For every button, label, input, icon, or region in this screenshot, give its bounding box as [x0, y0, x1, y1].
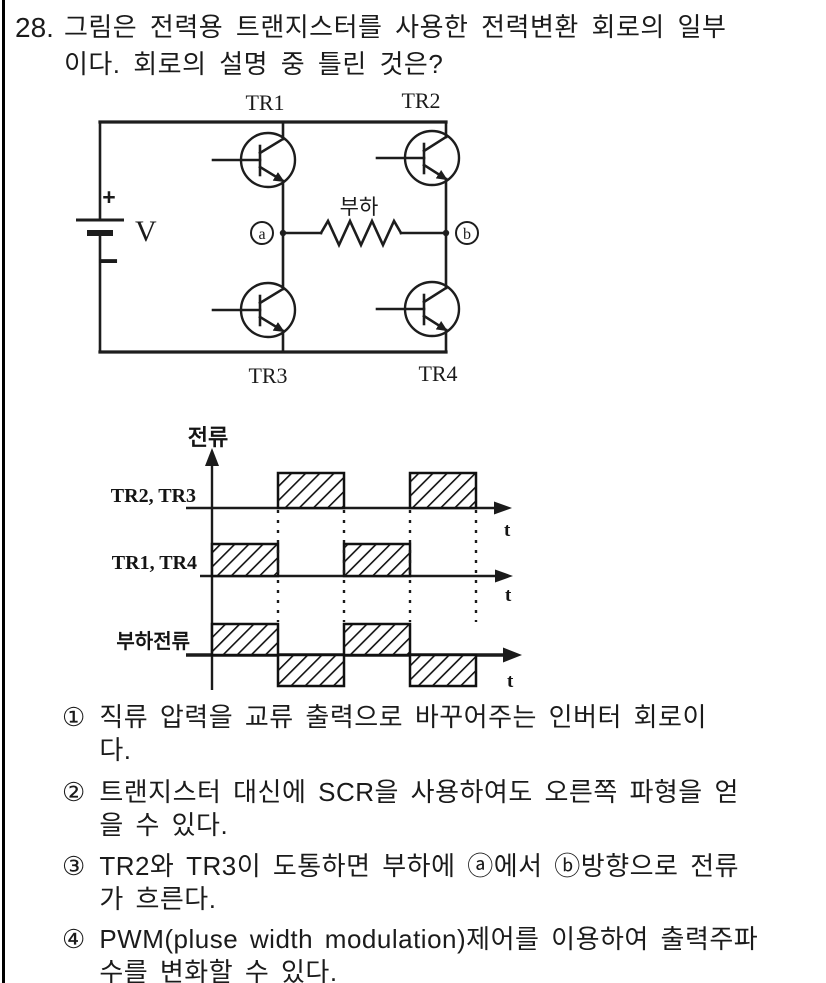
question-line-2: 이다. 회로의 설명 중 틀린 것은? — [63, 49, 444, 79]
option-2-line-2: 을 수 있다. — [99, 810, 229, 840]
answer-option-2: ② 트랜지스터 대신에 SCR을 사용하여도 오른쪽 파형을 얻 을 수 있다. — [62, 776, 812, 842]
waveform-pulse — [210, 542, 280, 578]
load-label: 부하 — [340, 196, 379, 219]
option-1-line-2: 다. — [99, 735, 132, 765]
waveform-pulse — [276, 653, 346, 688]
node-a-junction — [279, 229, 287, 237]
row3-axis-arrowhead — [503, 647, 522, 663]
answer-option-4: ④ PWM(pluse width modulation)제어를 이용하여 출력… — [62, 923, 812, 983]
timing-waveform-diagram: 전류 TR2, TR3 t TR1, TR4 t 부하전류 t — [111, 425, 522, 692]
option-2-line-1: 트랜지스터 대신에 SCR을 사용하여도 오른쪽 파형을 얻 — [99, 777, 739, 807]
inverter-circuit-diagram: + − V — [76, 88, 479, 388]
question-line-1: 그림은 전력용 트랜지스터를 사용한 전력변환 회로의 일부 — [63, 12, 727, 42]
battery-minus-sign: − — [97, 240, 118, 281]
waveform-pulse — [408, 653, 478, 688]
option-1-text: 직류 압력을 교류 출력으로 바꾸어주는 인버터 회로이 다. — [99, 701, 707, 767]
current-axis-label: 전류 — [188, 425, 228, 450]
tr1-label: TR1 — [245, 90, 284, 115]
node-a-label: a — [258, 226, 265, 243]
answer-option-1: ① 직류 압력을 교류 출력으로 바꾸어주는 인버터 회로이 다. — [62, 701, 812, 767]
row2-time-label: t — [505, 585, 512, 606]
option-3-line-1: TR2와 TR3이 도통하면 부하에 ⓐ에서 ⓑ방향으로 전류 — [99, 851, 740, 881]
battery-symbol: + − V — [76, 184, 157, 281]
question-block: 28. 그림은 전력용 트랜지스터를 사용한 전력변환 회로의 일부 이다. 회… — [15, 9, 815, 83]
row2-axis-arrowhead — [495, 569, 513, 583]
option-1-number: ① — [62, 702, 86, 732]
row3-time-label: t — [507, 671, 514, 692]
option-3-text: TR2와 TR3이 도통하면 부하에 ⓐ에서 ⓑ방향으로 전류 가 흐른다. — [99, 850, 739, 916]
waveform-row2-label: TR1, TR4 — [112, 552, 197, 574]
waveform-pulses — [210, 471, 478, 688]
battery-plus-sign: + — [102, 184, 115, 210]
answer-option-3: ③ TR2와 TR3이 도통하면 부하에 ⓐ에서 ⓑ방향으로 전류 가 흐른다. — [62, 850, 812, 916]
node-b-marker: b — [455, 221, 479, 245]
option-4-line-2: 수를 변화할 수 있다. — [99, 957, 338, 983]
row1-axis-arrowhead — [494, 501, 512, 515]
option-1-line-1: 직류 압력을 교류 출력으로 바꾸어주는 인버터 회로이 — [99, 702, 707, 732]
node-b-junction — [442, 229, 450, 237]
current-axis-arrowhead — [205, 448, 219, 466]
waveform-pulse — [342, 622, 412, 657]
option-4-line-1: PWM(pluse width modulation)제어를 이용하여 출력주파 — [99, 924, 759, 954]
transistor-tr1 — [211, 131, 297, 189]
tr2-label: TR2 — [401, 88, 440, 113]
waveform-pulse — [342, 542, 412, 578]
node-b-label: b — [463, 226, 471, 243]
tr4-label: TR4 — [418, 361, 457, 386]
option-3-number: ③ — [62, 851, 86, 881]
option-4-number: ④ — [62, 924, 86, 954]
tr3-label: TR3 — [248, 363, 287, 388]
option-2-text: 트랜지스터 대신에 SCR을 사용하여도 오른쪽 파형을 얻 을 수 있다. — [99, 776, 739, 842]
column-divider-line — [2, 0, 5, 983]
option-4-text: PWM(pluse width modulation)제어를 이용하여 출력주파… — [99, 923, 758, 983]
waveform-row1-label: TR2, TR3 — [111, 485, 196, 507]
option-3-line-2: 가 흐른다. — [99, 884, 217, 914]
option-2-number: ② — [62, 777, 86, 807]
waveform-pulse — [210, 622, 280, 657]
transistor-tr2 — [375, 129, 461, 187]
question-text: 그림은 전력용 트랜지스터를 사용한 전력변환 회로의 일부 이다. 회로의 설… — [64, 9, 726, 83]
battery-voltage-label: V — [135, 215, 157, 248]
question-number: 28. — [15, 12, 54, 43]
row1-time-label: t — [504, 520, 511, 541]
transistor-tr3 — [211, 281, 297, 339]
node-a-marker: a — [250, 221, 274, 245]
waveform-row3-label: 부하전류 — [116, 630, 190, 653]
waveform-pulse — [408, 471, 478, 510]
transistor-tr4 — [375, 280, 461, 338]
load-resistor — [281, 217, 448, 249]
waveform-pulse — [276, 471, 346, 510]
